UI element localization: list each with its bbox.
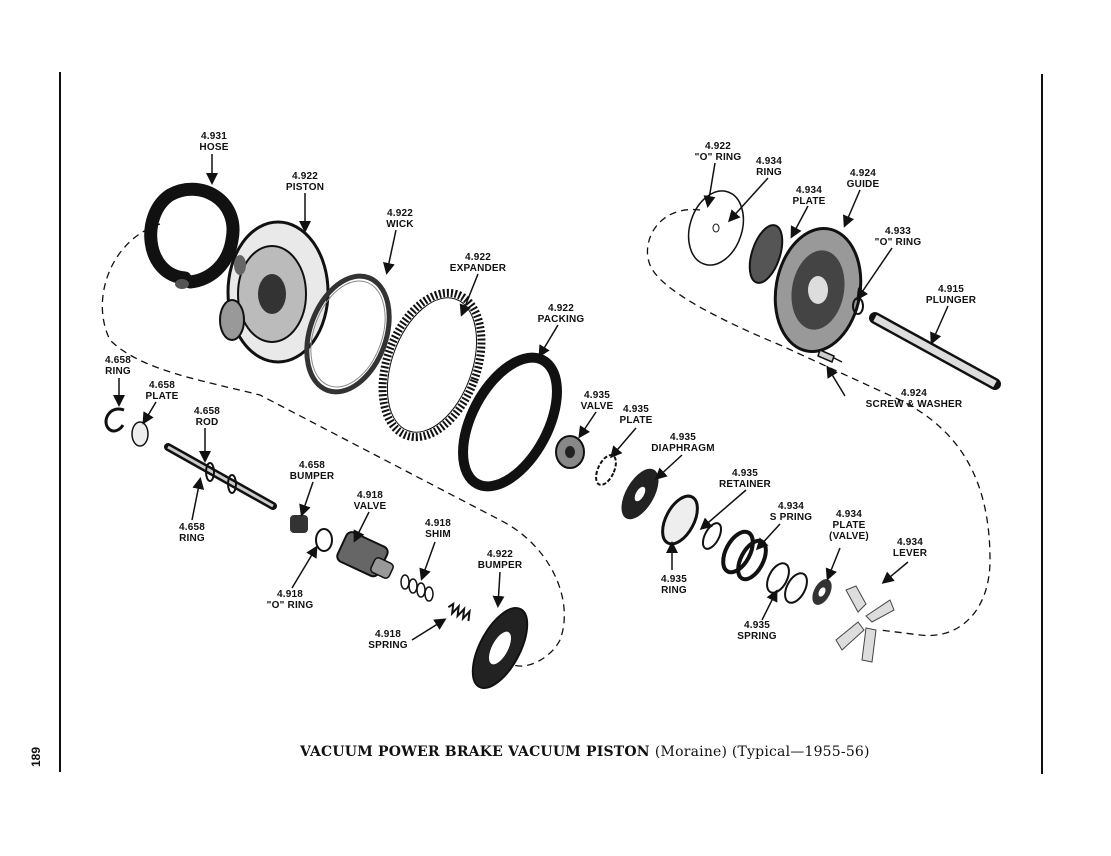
label-oring-4922: 4.922"O" RING [694, 141, 742, 163]
leader-arrows [113, 154, 949, 641]
plate-4658-part [131, 421, 149, 447]
right-margin-line [1041, 74, 1043, 774]
ring-4658-part [104, 407, 125, 433]
packing-part [458, 352, 562, 492]
dashed-assembly-line-right [646, 208, 991, 637]
plate-4935-part [595, 454, 617, 486]
piston-part [219, 220, 330, 364]
screw-washer-part [817, 348, 843, 364]
figure-caption: VACUUM POWER BRAKE VACUUM PISTON (Morain… [300, 744, 870, 760]
shim-part [400, 574, 434, 602]
lever-part [835, 585, 895, 663]
expander-part [378, 288, 486, 442]
page-number: 189 [29, 746, 44, 768]
oring-4922-part [687, 190, 745, 266]
valve-4918-part [336, 531, 394, 579]
left-margin-line [59, 72, 61, 772]
ring-4934-part [748, 224, 784, 284]
hose-part [144, 182, 240, 289]
caption-sub: (Moraine) (Typical—1955-56) [654, 744, 870, 760]
dashed-assembly-line-left [101, 223, 565, 667]
spring-4934-part [721, 529, 755, 575]
caption-main: VACUUM POWER BRAKE VACUUM PISTON [300, 744, 650, 760]
spring-4935-part [766, 562, 790, 594]
oring-4918-part [315, 528, 333, 552]
bumper-4658-part [290, 515, 308, 533]
retainer-part [661, 494, 699, 546]
spring-4918-part [447, 601, 471, 622]
ring-4935-part [701, 522, 723, 550]
label-oring-4933: 4.933"O" RING [874, 226, 922, 248]
label-oring-4918: 4.918"O" RING [266, 589, 314, 611]
wick-part [304, 273, 392, 395]
plunger-part [869, 312, 1001, 390]
rod-part [164, 443, 277, 510]
